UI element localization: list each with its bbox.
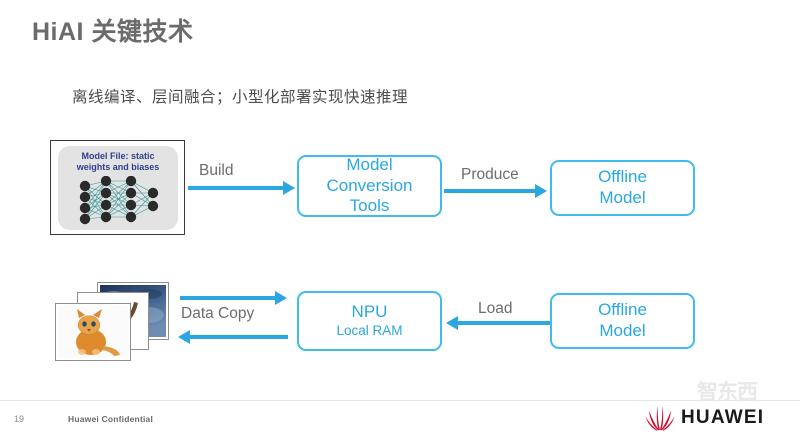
box-offline-model-top[interactable]: Offline Model bbox=[550, 160, 695, 216]
box-line-2: Local RAM bbox=[336, 323, 403, 339]
model-file-caption-line1: Model File: static bbox=[81, 151, 155, 161]
photo-front-image bbox=[58, 306, 128, 358]
watermark: 智东西 bbox=[697, 376, 793, 406]
model-file-thumbnail: Model File: static weights and biases bbox=[50, 140, 185, 235]
stack-photo-front bbox=[56, 304, 130, 360]
box-line-2: Model bbox=[599, 321, 646, 340]
arrow-label-data-copy: Data Copy bbox=[181, 305, 255, 322]
watermark-text: 智东西 bbox=[697, 381, 758, 404]
arrow-label-build: Build bbox=[199, 162, 234, 179]
box-line-1: Offline bbox=[598, 167, 647, 187]
box-line-2: Model bbox=[599, 188, 646, 207]
model-file-caption-line2: weights and biases bbox=[76, 162, 160, 173]
input-image-stack bbox=[50, 283, 180, 360]
subtitle-text: 离线编译、层间融合；小型化部署实现快速推理 bbox=[72, 89, 409, 106]
model-file-caption: Model File: static weights and biases bbox=[58, 151, 178, 174]
arrow-label-load: Load bbox=[478, 300, 513, 317]
arrow-datacopy-back-head bbox=[178, 330, 190, 344]
confidentiality-notice: Huawei Confidential bbox=[68, 414, 154, 424]
huawei-wordmark: HUAWEI bbox=[681, 407, 765, 428]
footer-divider bbox=[0, 400, 800, 401]
arrow-produce-head bbox=[535, 184, 547, 198]
arrow-datacopy-forward-head bbox=[275, 291, 287, 305]
arrow-load-line bbox=[458, 321, 550, 325]
box-line-1: Offline bbox=[598, 300, 647, 320]
arrow-label-produce: Produce bbox=[461, 166, 519, 183]
box-model-conversion-tools[interactable]: Model Conversion Tools bbox=[297, 155, 442, 217]
arrow-produce-line bbox=[444, 189, 538, 193]
box-line-1: Model bbox=[346, 154, 393, 174]
arrow-load-head bbox=[446, 316, 458, 330]
arrow-datacopy-back-line bbox=[190, 335, 288, 339]
arrow-build-line bbox=[188, 186, 286, 190]
huawei-logo: HUAWEI bbox=[645, 405, 764, 431]
arrow-build-head bbox=[283, 181, 295, 195]
box-npu[interactable]: NPU Local RAM bbox=[297, 291, 442, 351]
box-line-1: NPU bbox=[351, 302, 388, 322]
page-title: HiAI 关键技术 bbox=[32, 18, 194, 46]
box-line-2: Conversion bbox=[326, 175, 413, 195]
neural-network-icon bbox=[79, 176, 159, 225]
huawei-flower-icon bbox=[645, 406, 675, 431]
arrow-datacopy-forward-line bbox=[180, 296, 278, 300]
box-line-3: Tools bbox=[349, 196, 390, 216]
model-file-panel: Model File: static weights and biases bbox=[58, 146, 178, 230]
page-number: 19 bbox=[14, 414, 25, 424]
box-offline-model-bottom[interactable]: Offline Model bbox=[550, 293, 695, 349]
